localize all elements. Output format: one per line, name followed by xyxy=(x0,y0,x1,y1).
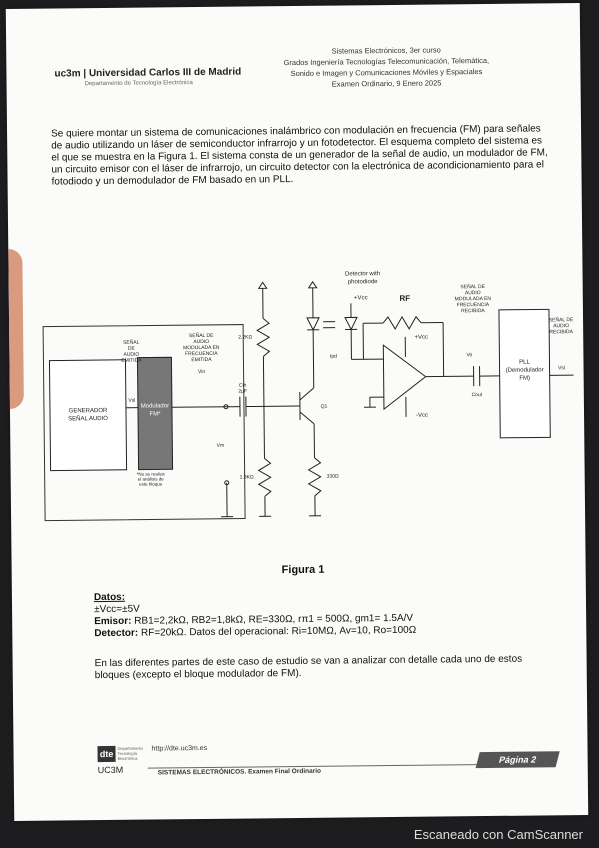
detector-label: Detector: xyxy=(94,627,139,640)
header-line: Examen Ordinario, 9 Enero 2025 xyxy=(331,78,442,89)
emisor-label: Emisor: xyxy=(94,615,132,628)
scanner-watermark: Escaneado con CamScanner xyxy=(413,827,583,842)
r1-label: 2.2KΩ xyxy=(238,334,252,340)
cout-label: Cout xyxy=(472,392,483,398)
modulated-received-label: SEÑAL DEAUDIOMODULADA ENFRECUENCIARECIBI… xyxy=(454,283,491,314)
exam-header: Sistemas Electrónicos, 3er curso Grados … xyxy=(246,44,526,91)
r2-label: 1.8KΩ xyxy=(240,474,254,480)
study-note: En las diferentes partes de este caso de… xyxy=(94,653,523,682)
input-capacitor-label: Cin2µF xyxy=(238,383,247,395)
page-number-badge: Página 2 xyxy=(475,751,560,769)
logo-department: Departamento de Tecnología Electrónica xyxy=(84,80,193,88)
data-section: Datos: ±Vcc=±5V Emisor: RB1=2,2kΩ, RB2=1… xyxy=(94,587,554,640)
ipd-label: Ipd xyxy=(330,354,337,360)
re-label: 330Ω xyxy=(327,474,339,480)
vsl-label: Vsl xyxy=(128,398,135,404)
vm-label: Vm xyxy=(217,443,225,449)
modulated-emitted-label: SEÑAL DEAUDIOMODULADA ENFRECUENCIAEMITID… xyxy=(183,332,220,363)
dte-logo-sub: Departamento Tecnología Electrónica xyxy=(117,745,143,761)
figure-caption: Figura 1 xyxy=(281,563,325,577)
document-page: uc3m | Universidad Carlos III de Madrid … xyxy=(5,3,589,821)
q1-label: Q1 xyxy=(321,404,328,410)
modulator-note: *No se realizael análisis deeste bloque xyxy=(137,471,166,486)
logo-text: uc3m | Universidad Carlos III de Madrid xyxy=(54,66,242,80)
footer-uc3m: UC3M xyxy=(97,764,124,776)
dte-logo: dte xyxy=(97,745,116,763)
generator-label: GENERADORSEÑAL AUDIO xyxy=(68,408,108,422)
vsl2-label: Vsl xyxy=(558,365,565,371)
thumb-shadow xyxy=(8,248,24,410)
pll-label: PLL(DemoduladorFM) xyxy=(505,359,543,381)
page-footer: dte Departamento Tecnología Electrónica … xyxy=(97,741,560,786)
rf-label: RF xyxy=(399,294,410,303)
vin-label: Vin xyxy=(198,369,205,375)
vcc-plus2-label: +Vcc xyxy=(414,335,428,341)
audio-emitted-label: SEÑALDEAUDIOEMITIDA xyxy=(121,339,142,364)
footer-title: SISTEMAS ELECTRÓNICOS. Examen Final Ordi… xyxy=(157,767,322,777)
intro-paragraph: Se quiere montar un sistema de comunicac… xyxy=(51,123,548,188)
audio-received-label: SEÑAL DEAUDIORECIBIDA xyxy=(549,316,574,335)
detector-label: Detector withphotodiode xyxy=(345,271,380,285)
circuit-diagram: GENERADORSEÑAL AUDIO SEÑALDEAUDIOEMITIDA… xyxy=(42,271,574,522)
university-logo: uc3m | Universidad Carlos III de Madrid … xyxy=(54,67,241,88)
vo-label: Vo xyxy=(466,352,472,358)
vcc-plus-label: +Vcc xyxy=(354,295,368,301)
modulator-label: ModuladorFM* xyxy=(141,403,170,417)
vcc-minus-label: -Vcc xyxy=(416,413,428,419)
footer-url[interactable]: http://dte.uc3m.es xyxy=(151,744,208,753)
detector-values: RF=20kΩ. Datos del operacional: Ri=10MΩ,… xyxy=(138,624,417,639)
